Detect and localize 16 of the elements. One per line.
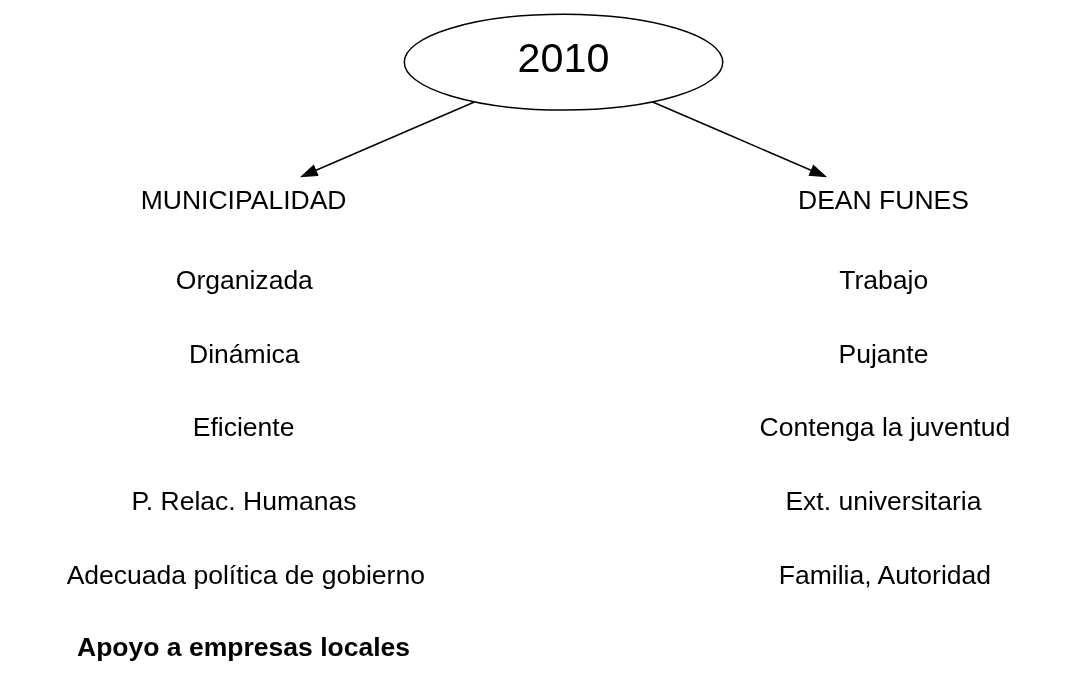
label: Trabajo — [838, 265, 928, 296]
arrow — [651, 101, 827, 178]
label: Adecuada política de gobierno — [66, 559, 425, 590]
label: Organizada — [175, 265, 313, 296]
label: Dinámica — [188, 338, 300, 369]
node-text: DEAN FUNES — [797, 185, 969, 216]
label: Eficiente — [192, 412, 294, 443]
label: Apoyo a empresas locales — [76, 632, 410, 663]
label: Familia, Autoridad — [778, 559, 991, 590]
label: P. Relac. Humanas — [131, 486, 357, 517]
label: Contenga la juventud — [759, 412, 1010, 443]
label: Ext. universitaria — [784, 486, 981, 517]
label: Pujante — [838, 338, 928, 369]
node-text: MUNICIPALIDAD — [140, 185, 346, 216]
arrow — [299, 101, 475, 178]
node-ellipse: 2010 — [403, 13, 723, 111]
